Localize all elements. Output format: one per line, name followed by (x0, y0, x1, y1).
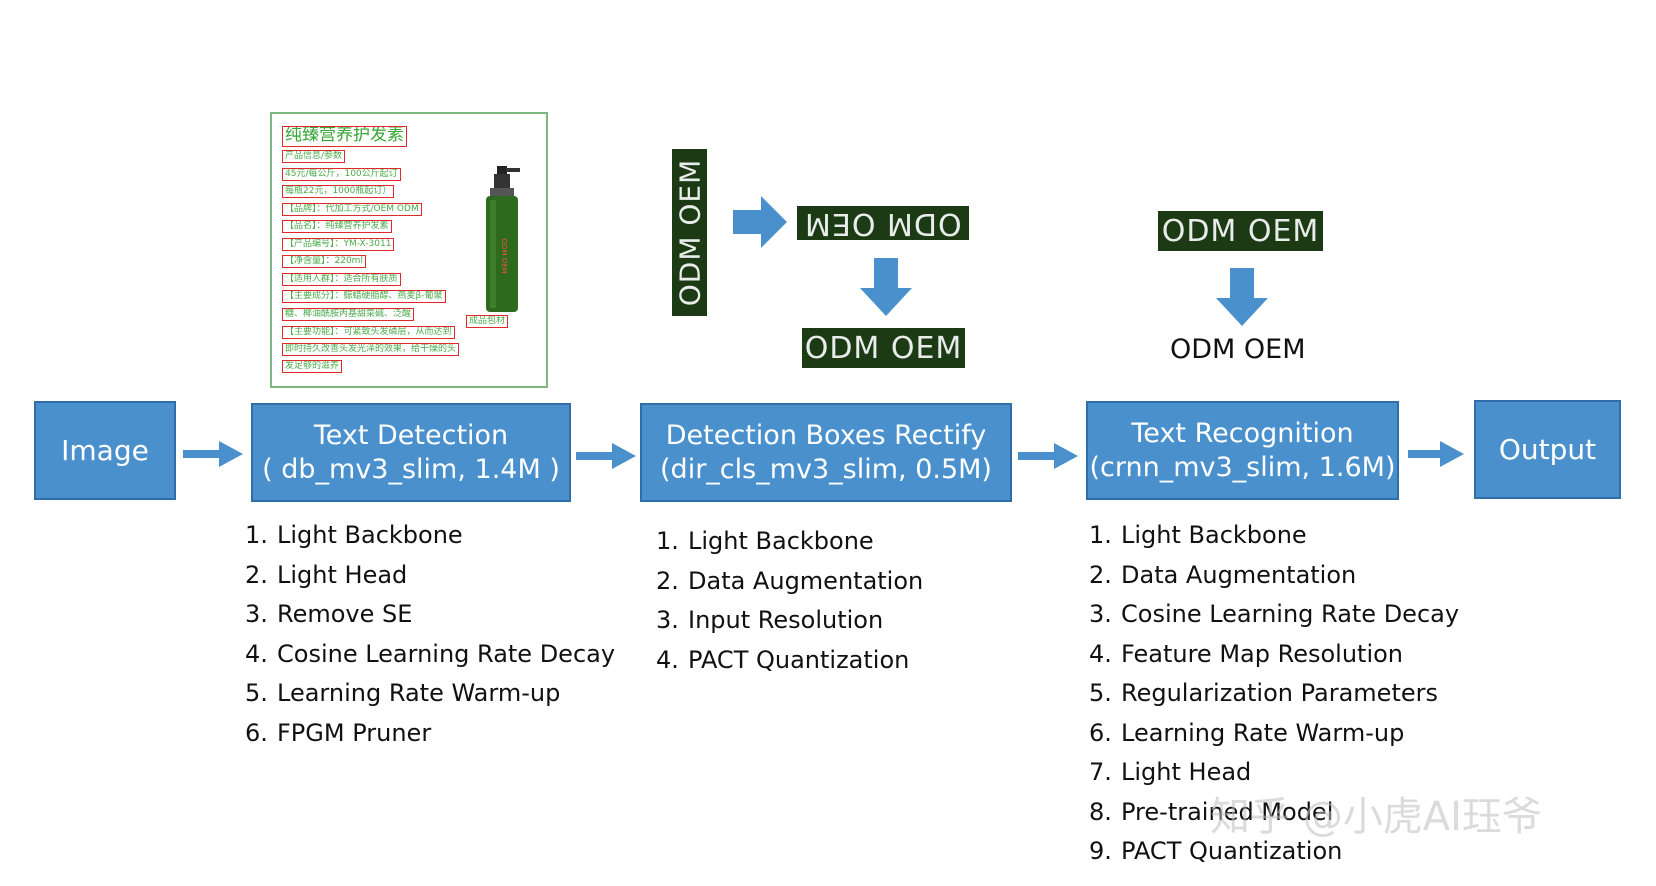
text-recognition-title: Text Recognition (1131, 417, 1354, 449)
text-detection-title: Text Detection (313, 419, 509, 451)
rectify-title: Detection Boxes Rectify (665, 419, 987, 451)
vertical-text-crop: ODM OEM (672, 149, 707, 316)
flipped-text-crop: ODM OEM (797, 206, 969, 240)
recognition-steps-list: 1.Light Backbone 2.Data Augmentation 3.C… (1089, 516, 1459, 872)
sample-side-label-box: 成品包材 (466, 315, 509, 328)
flow-arrow-icon (576, 443, 636, 469)
image-box-label: Image (61, 434, 149, 467)
list-item: 2.Data Augmentation (1089, 560, 1357, 589)
flipped-crop-text: ODM OEM (804, 206, 962, 240)
rectified-crop-text: ODM OEM (804, 330, 963, 366)
list-item: 7.Light Head (1089, 758, 1252, 786)
list-item: 1.Light Backbone (245, 521, 463, 549)
output-box: Output (1474, 400, 1621, 499)
vertical-crop-text: ODM OEM (673, 158, 707, 307)
text-recognition-model: (crnn_mv3_slim, 1.6M) (1089, 451, 1396, 483)
sample-line-box: 发足够的滋养 (282, 360, 343, 373)
sample-line-box: 即时持久改善头发光泽的效果，给干燥的头 (282, 343, 460, 356)
list-item: 3.Cosine Learning Rate Decay (1089, 600, 1460, 628)
sample-line-box: 45元/每公斤，100公斤起订 (282, 168, 401, 181)
down-arrow-icon (860, 258, 912, 316)
text-detection-model: ( db_mv3_slim, 1.4M ) (262, 453, 560, 485)
list-item: 4.Cosine Learning Rate Decay (245, 639, 616, 668)
down-arrow-icon (1216, 268, 1268, 326)
list-item: 1.Light Backbone (656, 527, 874, 555)
sample-line-box: 【产品编号】：YM-X-3011 (282, 238, 395, 251)
flow-arrow-icon (183, 441, 243, 467)
list-item: 3.Input Resolution (656, 606, 884, 634)
list-item: 4.PACT Quantization (656, 645, 910, 674)
list-item: 2.Data Augmentation (656, 566, 924, 595)
list-item: 9.PACT Quantization (1089, 837, 1343, 865)
sample-line-box: 【品名】：纯臻营养护发素 (282, 220, 392, 233)
sample-line-box: 【净含量】：220ml (282, 255, 366, 268)
list-item: 2.Light Head (245, 560, 408, 589)
rectify-steps-list: 1.Light Backbone 2.Data Augmentation 3.I… (656, 522, 923, 680)
sample-line-box: 糖、椰油酰胺丙基甜菜碱、泛醒 (282, 308, 415, 321)
bottle-label: ODM OEM (500, 238, 508, 273)
watermark: 知乎 @小虎AI珏爷 (1210, 794, 1542, 840)
image-box: Image (34, 401, 176, 500)
list-item: 6.Learning Rate Warm-up (1089, 718, 1405, 747)
detection-steps-list: 1.Light Backbone 2.Light Head 3.Remove S… (245, 516, 615, 753)
sample-line-box: 产品信息/参数 (282, 150, 346, 163)
list-item: 5.Learning Rate Warm-up (245, 679, 561, 707)
list-item: 1.Light Backbone (1089, 521, 1307, 549)
rectified-text-crop: ODM OEM (802, 328, 965, 368)
text-recognition-box: Text Recognition (crnn_mv3_slim, 1.6M) (1086, 401, 1399, 500)
flow-arrow-icon (1408, 441, 1464, 467)
product-bottle-icon: ODM OEM (486, 166, 520, 312)
list-item: 4.Feature Map Resolution (1089, 639, 1403, 668)
list-item: 3.Remove SE (245, 600, 413, 628)
rectify-model: (dir_cls_mv3_slim, 0.5M) (660, 453, 992, 485)
rotate-arrow-icon (733, 196, 787, 248)
recognition-input-text: ODM OEM (1161, 213, 1320, 249)
sample-line-box: 【品牌】：代加工方式/OEM ODM (282, 203, 422, 216)
sample-line-box: 每瓶22元，1000瓶起订） (282, 185, 395, 198)
recognition-input-crop: ODM OEM (1158, 211, 1323, 251)
text-detection-box: Text Detection ( db_mv3_slim, 1.4M ) (251, 403, 571, 502)
sample-line-box: 【适用人群】：适合所有肤质 (282, 273, 401, 286)
list-item: 5.Regularization Parameters (1089, 679, 1438, 707)
list-item: 8.Pre-trained Model (1089, 797, 1334, 826)
sample-title-box: 纯臻营养护发素 (282, 126, 407, 147)
flow-arrow-icon (1018, 443, 1078, 469)
detection-boxes-rectify-box: Detection Boxes Rectify (dir_cls_mv3_sli… (640, 403, 1012, 502)
sample-input-image: 纯臻营养护发素 产品信息/参数 45元/每公斤，100公斤起订 每瓶22元，10… (270, 112, 548, 388)
list-item: 6.FPGM Pruner (245, 718, 432, 747)
output-box-label: Output (1498, 433, 1597, 466)
sample-line-box: 【主要功能】：可紧致头发磷层，从而达到 (282, 326, 455, 339)
sample-line-box: 【主要成分】：鲸蜡硬脂醇、燕麦β-葡聚 (282, 290, 446, 303)
recognition-output-text: ODM OEM (1170, 334, 1306, 365)
